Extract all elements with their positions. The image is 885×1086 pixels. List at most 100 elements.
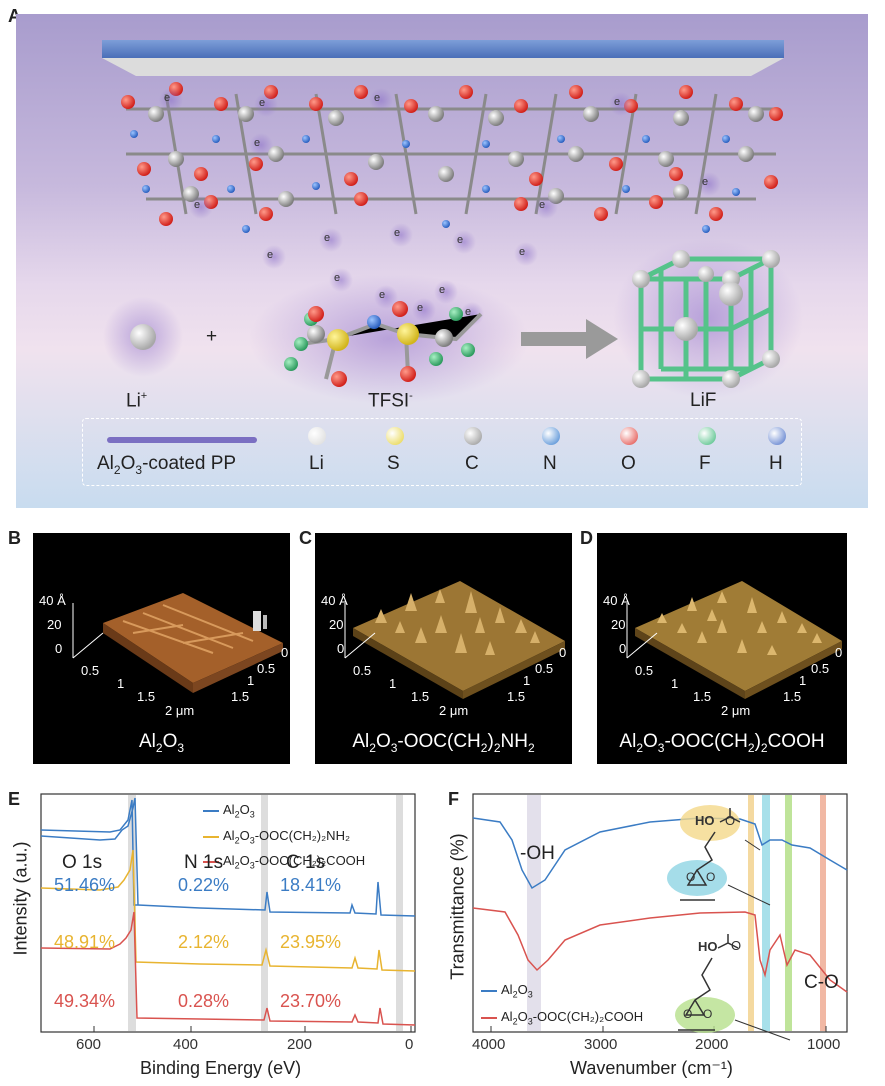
electron-label: e [539,199,546,211]
n1s-label: N 1s [184,852,224,873]
reaction-arrow [521,319,618,359]
afm-caption-c: Al2O3-OOC(CH2)2NH2 [352,731,535,755]
z-tick: 20 [329,617,344,632]
structure-o-label: O [703,1007,713,1021]
c1s-label: C 1s [286,852,326,873]
panel-label-e: E [8,789,21,809]
structure-o-label: O [683,1007,693,1021]
atom-legend-dot [698,427,716,445]
x-tick: 1 [389,676,397,691]
structure-o-label: O [706,870,716,884]
x-tick: 0 [405,1036,414,1053]
z-tick: 0 [619,641,627,656]
y-tick: 0 [281,645,289,660]
legend-item: Al2O3-OOC(CH₂)₂NH₂ [203,828,350,846]
atom-legend-dot [542,427,560,445]
electron-label: e [194,199,201,211]
xps-percentage-n: 0.28% [178,991,230,1011]
x-tick: 600 [76,1036,102,1053]
xps-percentage-c: 23.95% [280,932,342,952]
electron-label: e [324,232,331,244]
afm-panel-b: 40 Å 20 0 0.5 1 1.5 2 μm 0 0.5 1 1.5 Al2… [33,533,290,764]
panel-a-illustration: e e e e e e e e e e e e e e e e e e Li+ … [16,14,868,508]
legend-swatch-blue [481,989,497,992]
electron-label: e [465,306,472,318]
xps-percentage-o: 48.91% [54,932,116,952]
structure-o-label: O [731,938,742,953]
electron-label: e [439,284,446,296]
atom-legend-dot [386,427,404,445]
legend-item: Al2O3 [203,802,255,820]
atom-legend-label: N [543,453,557,474]
y-tick: 1.5 [507,689,526,704]
electron-label: e [394,227,401,239]
y-tick: 0.5 [811,661,830,676]
molecular-layer [121,82,783,233]
o1s-label: O 1s [62,852,103,873]
y-tick: 1 [523,673,531,688]
z-tick: 20 [47,617,62,632]
electron-label: e [379,289,386,301]
carboxyl-structure-bottom [675,934,791,1041]
y-tick: 0 [835,645,843,660]
legend-swatch-red [203,860,219,863]
x-tick: 1.5 [693,689,712,704]
atom-legend-label: H [769,453,783,474]
legend-swatch-red [481,1016,497,1019]
xps-percentage-c: 18.41% [280,875,342,895]
x-tick: 1 [117,676,125,691]
x-tick: 200 [287,1036,313,1053]
x-tick: 400 [173,1036,199,1053]
electron-label: e [519,246,526,258]
li-ion-label: Li+ [126,390,148,412]
afm-surface-c [344,581,565,699]
tfsi-label: TFSI- [368,390,413,412]
z-tick: 0 [55,641,63,656]
electron-label: e [417,302,424,314]
x-tick: 2 μm [721,703,751,718]
legend-swatch-yellow [203,835,219,838]
panel-a-schematic [102,40,803,404]
afm-caption-b: Al2O3 [138,731,185,755]
x-tick: 1.5 [137,689,156,704]
x-tick: 0.5 [81,663,100,678]
alumina-coating-layer [102,58,784,76]
structure-o-label: O [686,870,696,884]
tfsi-molecule [249,274,529,404]
electron-label: e [254,137,261,149]
structure-o-label: O [725,813,736,828]
electron-label: e [334,272,341,284]
afm-panel-c: 40 Å 20 0 0.5 1 1.5 2 μm 0 0.5 1 1.5 Al2… [315,533,572,764]
x-tick: 0.5 [635,663,654,678]
atom-legend-dot [308,427,326,445]
xps-percentage-o: 51.46% [54,875,116,895]
plus-sign: + [206,326,218,347]
atom-legend-label: Li [309,453,324,474]
legend-item: Al2O3-OOC(CH₂)₂COOH [203,853,365,871]
xps-percentage-o: 49.34% [54,991,116,1011]
afm-surface-d [626,581,842,699]
x-tick: 2 μm [165,703,195,718]
separator-legend-label: Al2O3-coated PP [97,453,237,477]
co-band-label: C-O [804,972,839,993]
atom-legend-dot [620,427,638,445]
electron-label: e [457,234,464,246]
x-tick: 1000 [807,1036,841,1053]
panel-label-c: C [299,528,312,548]
x-tick: 0.5 [353,663,372,678]
z-tick: 40 Å [603,593,630,608]
atom-legend-label: O [621,453,636,474]
panel-f-xlabel: Wavenumber (cm⁻¹) [570,1058,733,1078]
panel-label-d: D [580,528,593,548]
x-tick: 1 [671,676,679,691]
y-tick: 1.5 [231,689,250,704]
atom-legend-dot [464,427,482,445]
structure-ho-label: HO [695,813,715,828]
atom-legend-dot [768,427,786,445]
afm-panel-d: 40 Å 20 0 0.5 1 1.5 2 μm 0 0.5 1 1.5 Al2… [597,533,847,764]
x-tick: 4000 [472,1036,506,1053]
xps-percentage-c: 23.70% [280,991,342,1011]
